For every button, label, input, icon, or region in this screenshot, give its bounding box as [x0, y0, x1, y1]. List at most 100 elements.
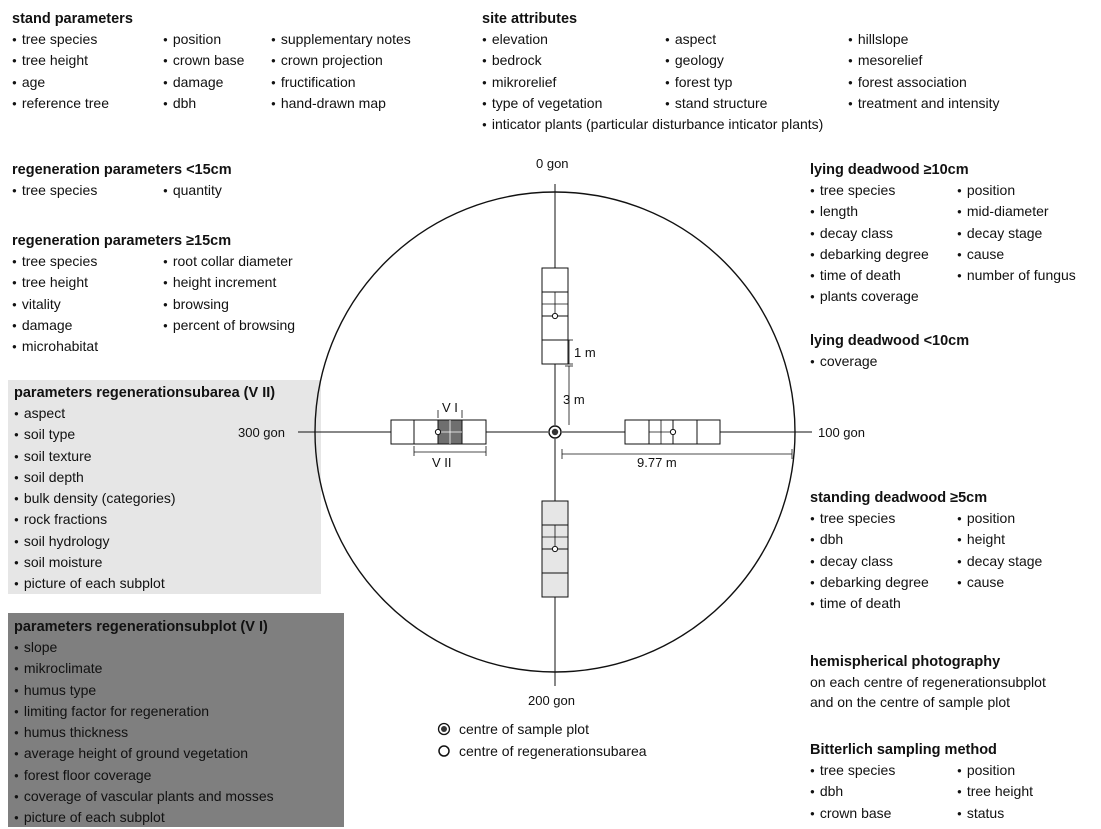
lying-deadwood-large-title: lying deadwood ≥10cm	[810, 162, 969, 178]
list-item: humus type	[14, 680, 344, 701]
list-item: tree height	[12, 272, 163, 293]
list-item: mikrorelief	[482, 72, 665, 93]
dimension-1m	[565, 339, 573, 365]
list-item: browsing	[163, 294, 295, 315]
regeneration-small-list: tree species quantity	[12, 180, 232, 201]
list-item: geology	[665, 50, 848, 71]
list-item: mikroclimate	[14, 658, 344, 679]
standing-deadwood-title: standing deadwood ≥5cm	[810, 490, 988, 506]
list-item: tree height	[957, 781, 1033, 802]
list-item: supplementary notes	[271, 29, 411, 50]
list-item: aspect	[665, 29, 848, 50]
dimension-1m-label: 1 m	[574, 345, 596, 360]
list-item: plants coverage	[810, 286, 957, 307]
centre-of-sample-plot-marker	[548, 425, 562, 439]
lying-large-col-1: tree species length decay class debarkin…	[810, 180, 957, 308]
list-item: height increment	[163, 272, 295, 293]
subarea-strip-north	[541, 267, 569, 365]
list-item: tree species	[810, 760, 957, 781]
list-item: picture of each subplot	[14, 573, 321, 594]
stand-col-1: tree species tree height age reference t…	[12, 29, 163, 114]
list-item: reference tree	[12, 93, 163, 114]
site-col-2: aspect geology forest typ stand structur…	[665, 29, 848, 114]
bitterlich-section: Bitterlich sampling method tree species …	[810, 740, 1033, 824]
list-item: elevation	[482, 29, 665, 50]
compass-west-label: 300 gon	[238, 425, 285, 440]
list-item: crown base	[810, 803, 957, 824]
lying-large-col-2: position mid-diameter decay stage cause …	[957, 180, 1076, 308]
regeneration-large-list: tree species tree height vitality damage…	[12, 251, 295, 357]
centre-plot-icon	[437, 722, 451, 736]
list-item: position	[163, 29, 271, 50]
stand-parameters-list: tree species tree height age reference t…	[12, 29, 411, 114]
regenerationsubplot-title: parameters regenerationsubplot (V I)	[14, 619, 268, 635]
list-item: decay stage	[957, 223, 1076, 244]
legend: centre of sample plot centre of regenera…	[437, 718, 647, 762]
list-item: slope	[14, 637, 344, 658]
regen-large-col-1: tree species tree height vitality damage…	[12, 251, 163, 357]
hemispherical-section: hemispherical photography on each centre…	[810, 652, 1046, 712]
subarea-strip-west	[390, 419, 487, 445]
list-item: crown base	[163, 50, 271, 71]
standing-deadwood-list: tree species dbh decay class debarking d…	[810, 508, 1043, 614]
list-item: microhabitat	[12, 336, 163, 357]
hemispherical-line-2: and on the centre of sample plot	[810, 694, 1011, 710]
list-item: mesorelief	[848, 50, 999, 71]
list-item: rock fractions	[14, 509, 321, 530]
list-item: inticator plants (particular disturbance…	[482, 114, 999, 135]
list-item: damage	[12, 315, 163, 336]
list-item: coverage	[810, 351, 969, 372]
legend-centre-plot: centre of sample plot	[437, 718, 647, 740]
centre-subarea-icon	[438, 745, 450, 757]
list-item: quantity	[163, 180, 222, 201]
list-item: mid-diameter	[957, 201, 1076, 222]
legend-centre-subarea: centre of regenerationsubarea	[437, 740, 647, 762]
stand-parameters-title: stand parameters	[12, 11, 133, 27]
subarea-strip-south	[541, 500, 569, 598]
regen-small-col-2: quantity	[163, 180, 222, 201]
list-item: root collar diameter	[163, 251, 295, 272]
list-item: type of vegetation	[482, 93, 665, 114]
list-item: bulk density (categories)	[14, 488, 321, 509]
site-attributes-section: site attributes elevation bedrock mikror…	[482, 9, 999, 135]
lying-deadwood-large-section: lying deadwood ≥10cm tree species length…	[810, 160, 1076, 308]
list-item: number of fungus	[957, 265, 1076, 286]
list-item: time of death	[810, 265, 957, 286]
list-item: debarking degree	[810, 244, 957, 265]
site-attributes-title: site attributes	[482, 11, 578, 27]
list-item: soil hydrology	[14, 531, 321, 552]
regen-large-col-2: root collar diameter height increment br…	[163, 251, 295, 357]
subarea-vii-bracket	[413, 446, 487, 456]
list-item: dbh	[810, 529, 957, 550]
list-item: vitality	[12, 294, 163, 315]
bitterlich-title: Bitterlich sampling method	[810, 742, 997, 758]
subplot-vi-label: V I	[442, 400, 458, 415]
standing-deadwood-section: standing deadwood ≥5cm tree species dbh …	[810, 488, 1042, 614]
compass-north-label: 0 gon	[536, 156, 569, 171]
subarea-vii-label: V II	[432, 455, 452, 470]
list-item: length	[810, 201, 957, 222]
compass-south-label: 200 gon	[528, 693, 575, 708]
regeneration-large-title: regeneration parameters ≥15cm	[12, 233, 232, 249]
list-item: soil moisture	[14, 552, 321, 573]
compass-east-label: 100 gon	[818, 425, 865, 440]
list-item: soil depth	[14, 467, 321, 488]
list-item: cause	[957, 572, 1042, 593]
regen-small-col-1: tree species	[12, 180, 163, 201]
subplot-vi-bracket	[437, 410, 463, 418]
standing-col-2: position height decay stage cause	[957, 508, 1043, 614]
lying-deadwood-large-list: tree species length decay class debarkin…	[810, 180, 1076, 308]
regenerationsubarea-title: parameters regenerationsubarea (V II)	[14, 385, 276, 401]
list-item: soil texture	[14, 446, 321, 467]
list-item: treatment and intensity	[848, 93, 1000, 114]
list-item: time of death	[810, 593, 957, 614]
site-attributes-list: elevation bedrock mikrorelief type of ve…	[482, 29, 1000, 114]
list-item: decay stage	[957, 551, 1043, 572]
list-item: forest floor coverage	[14, 765, 344, 786]
regeneration-small-title: regeneration parameters <15cm	[12, 162, 232, 178]
list-item: average height of ground vegetation	[14, 743, 344, 764]
hemispherical-line-1: on each centre of regenerationsubplot	[810, 674, 1046, 690]
lying-deadwood-small-section: lying deadwood <10cm coverage	[810, 331, 969, 372]
list-item: height	[957, 529, 1042, 550]
